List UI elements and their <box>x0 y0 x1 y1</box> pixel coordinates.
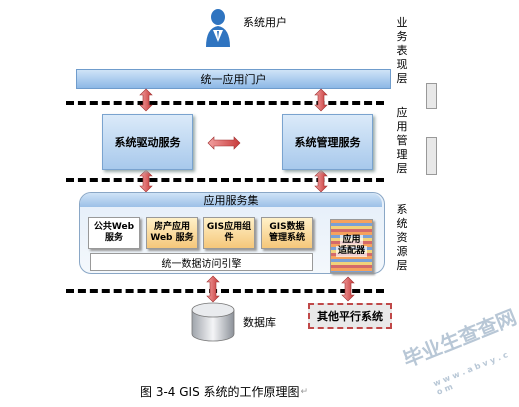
system-driver-service-label: 系统驱动服务 <box>114 136 181 149</box>
paragraph-mark-icon: ↵ <box>300 386 309 397</box>
system-user-label: 系统用户 <box>243 16 287 29</box>
gis-component-line2: 件 <box>224 233 234 243</box>
other-parallel-systems-label: 其他平行系统 <box>317 310 383 323</box>
housing-web-line1: 房产应用 <box>153 222 190 232</box>
public-web-line2: 服务 <box>104 233 123 243</box>
layer-separator-1 <box>66 101 384 105</box>
gis-data-management-line2: 管理系统 <box>268 233 305 243</box>
public-web-service-box: 公共Web 服务 <box>88 217 140 249</box>
unified-portal-bar: 统一应用门户 <box>76 69 391 89</box>
gis-component-line1: GIS应用组 <box>206 222 252 232</box>
application-adapter-line2: 适配器 <box>335 246 367 257</box>
layer-label-resource: 系 统 资 源 层 <box>396 203 408 272</box>
system-driver-service-box: 系统驱动服务 <box>102 114 193 170</box>
side-marker-1 <box>426 83 437 109</box>
side-marker-2 <box>426 137 437 175</box>
gis-data-management-line1: GIS数据 <box>269 222 305 232</box>
layer-label-management: 应 用 管 理 层 <box>396 106 408 175</box>
gis-data-management-box: GIS数据 管理系统 <box>261 217 313 249</box>
system-user-icon <box>203 8 233 48</box>
system-management-service-box: 系统管理服务 <box>282 114 373 170</box>
application-service-set-header: 应用服务集 <box>80 193 382 207</box>
figure-caption-text: 图 3-4 GIS 系统的工作原理图 <box>140 385 300 399</box>
housing-web-service-box: 房产应用 Web 服务 <box>146 217 198 249</box>
layer-separator-2 <box>66 178 384 182</box>
housing-web-line2: Web 服务 <box>150 233 194 243</box>
database-label: 数据库 <box>243 316 276 329</box>
figure-caption: 图 3-4 GIS 系统的工作原理图 ↵ <box>140 383 308 400</box>
layer-separator-3 <box>66 289 384 293</box>
system-management-service-label: 系统管理服务 <box>294 136 361 149</box>
application-service-set-label: 应用服务集 <box>203 194 259 207</box>
layer-label-presentation: 业 务 表 现 层 <box>396 16 408 85</box>
unified-portal-label: 统一应用门户 <box>200 73 267 86</box>
unified-data-access-engine-box: 统一数据访问引擎 <box>90 253 313 271</box>
unified-data-access-engine-label: 统一数据访问引擎 <box>161 258 242 270</box>
gis-component-box: GIS应用组 件 <box>203 217 255 249</box>
other-parallel-systems-box: 其他平行系统 <box>308 303 392 329</box>
database-icon <box>190 302 236 342</box>
application-adapter-line1: 应用 <box>340 235 363 246</box>
public-web-line1: 公共Web <box>93 222 135 232</box>
application-adapter-box: 应用 适配器 <box>330 219 373 273</box>
